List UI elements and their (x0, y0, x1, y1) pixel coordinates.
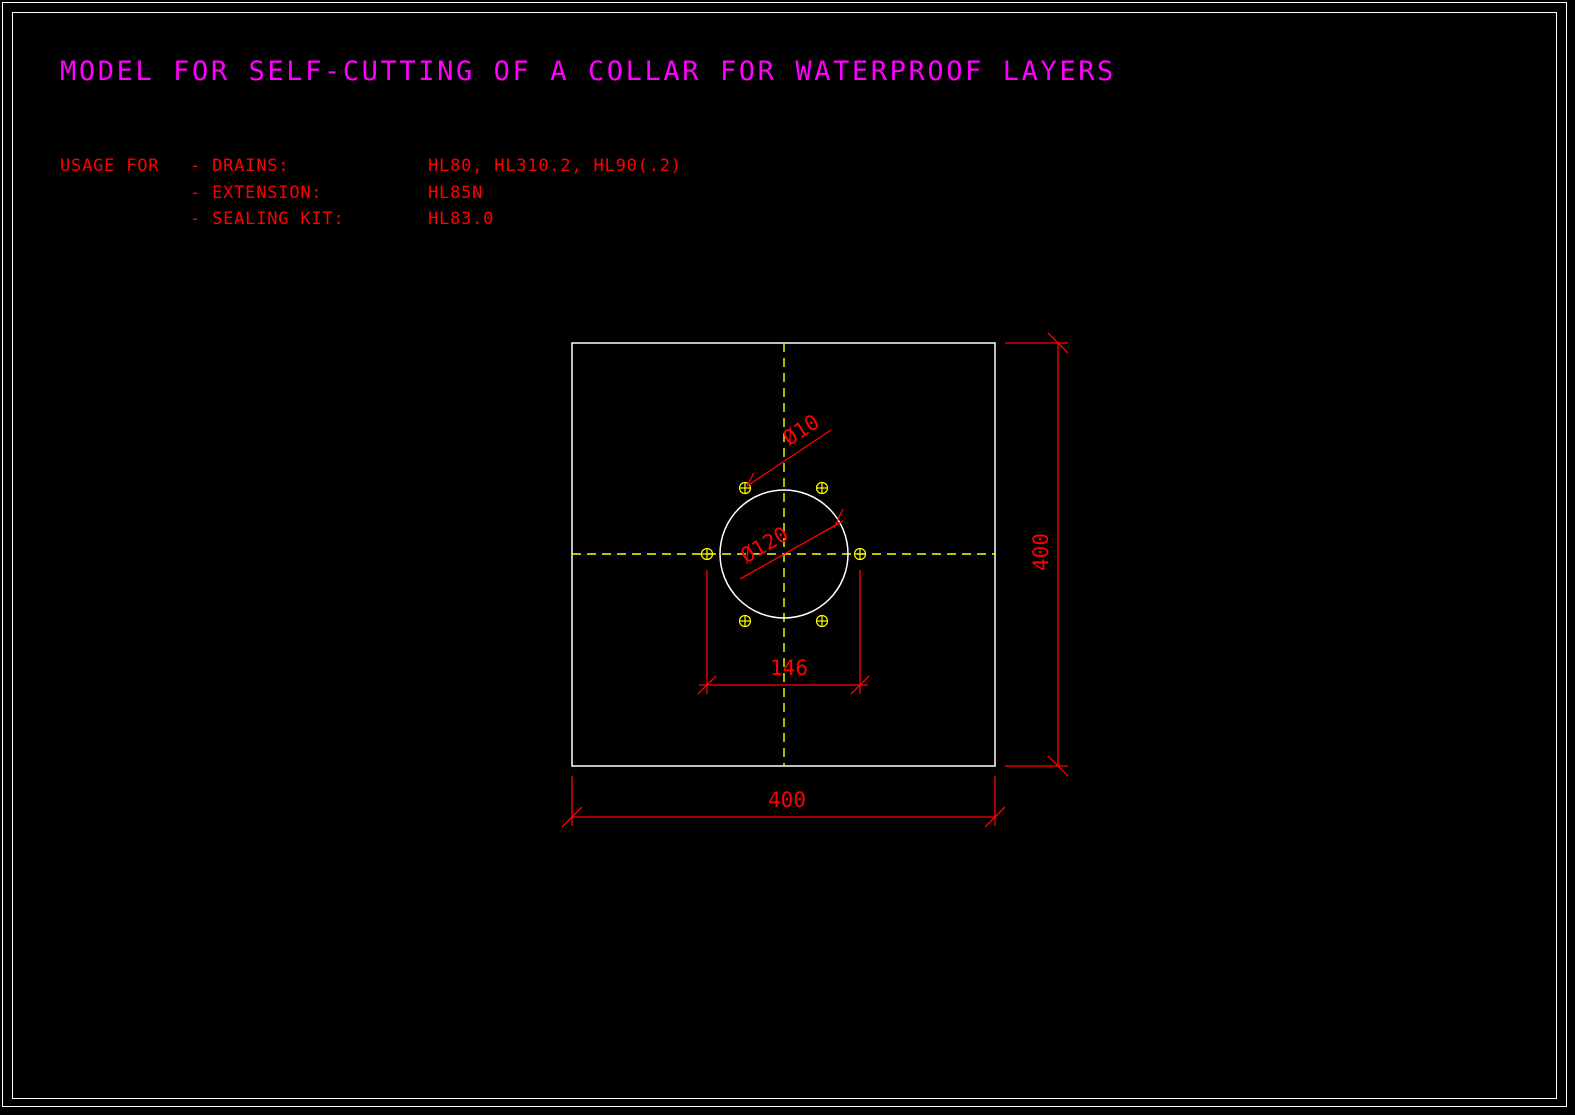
bolt-hole (815, 481, 829, 495)
bolt-hole (738, 481, 752, 495)
width-dimension-label: 400 (768, 788, 806, 812)
center-hole-diameter-leader (739, 508, 844, 580)
bolt-hole (738, 614, 752, 628)
usage-item-sealing-kit-label: - SEALING KIT: (190, 209, 345, 229)
small-hole-diameter-leader (746, 429, 832, 487)
hole-spacing-dimension (697, 570, 870, 695)
usage-item-sealing-kit-value: HL83.0 (428, 209, 495, 229)
bolt-holes (700, 481, 867, 628)
usage-item-drains-label: - DRAINS: (190, 156, 290, 176)
usage-item-extension-label: - EXTENSION: (190, 183, 323, 203)
bolt-hole (853, 547, 867, 561)
dimensions (561, 332, 1069, 828)
usage-label: USAGE FOR (60, 156, 160, 176)
hole-spacing-dimension-label: 146 (770, 656, 808, 680)
height-dimension-label: 400 (1029, 533, 1053, 571)
small-hole-diameter-label: Ø10 (779, 410, 824, 451)
bolt-hole (700, 547, 714, 561)
usage-item-drains-value: HL80, HL310.2, HL90(.2) (428, 156, 682, 176)
drawing-frame-inner (12, 12, 1557, 1099)
drawing-title: MODEL FOR SELF-CUTTING OF A COLLAR FOR W… (60, 56, 1116, 87)
center-hole (719, 489, 849, 619)
bolt-hole (815, 614, 829, 628)
height-dimension (1005, 332, 1069, 777)
width-dimension (561, 776, 1006, 828)
usage-item-extension-value: HL85N (428, 183, 484, 203)
